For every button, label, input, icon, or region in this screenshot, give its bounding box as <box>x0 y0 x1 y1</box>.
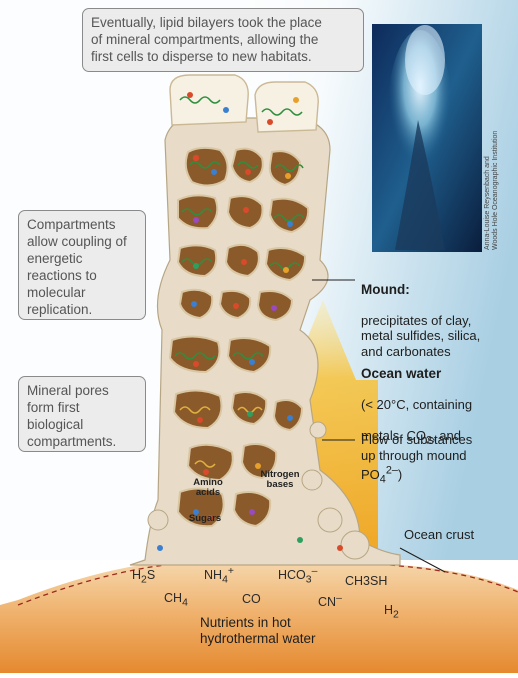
ocean-water-line3: PO42–) <box>361 465 403 487</box>
amino-acids-label: Amino acids <box>193 477 223 498</box>
chem-cn: CN– <box>318 593 342 610</box>
leader-lines <box>312 279 446 573</box>
mound-label: Mound: precipitates of clay, metal sulfi… <box>361 266 511 359</box>
ocean-crust-label: Ocean crust <box>404 527 475 542</box>
ocean-water-label: Ocean water (< 20°C, containing metals, … <box>361 350 511 489</box>
chem-h2s: H2S <box>132 568 156 586</box>
ocean-water-line2: metals, CO2, and <box>361 427 461 447</box>
ocean-water-heading: Ocean water <box>361 365 442 381</box>
nutrients-label: Nutrients in hot hydrothermal water <box>200 615 316 646</box>
chem-hco3: HCO3– <box>278 566 318 586</box>
ocean-water-line1: (< 20°C, containing <box>361 396 473 412</box>
chem-ch4: CH4 <box>164 591 188 609</box>
molecule-decorations <box>174 96 305 468</box>
chem-ch3sh: CH3SH <box>345 574 388 588</box>
sugars-label: Sugars <box>188 513 222 524</box>
mound-heading: Mound: <box>361 281 410 297</box>
photo-credit: Anna-Louise Reysenbach and Woods Hole Oc… <box>484 130 499 250</box>
chem-co: CO <box>242 592 261 606</box>
molecule-dots <box>157 92 343 551</box>
flow-label: Flow of substances up through mound <box>361 432 473 463</box>
chem-h2: H2 <box>384 603 399 621</box>
callout-compartments-coupling: Compartments allow coupling of energetic… <box>18 210 146 320</box>
hydrothermal-ground <box>0 558 518 673</box>
mound-description: precipitates of clay, metal sulfides, si… <box>361 312 481 359</box>
nitrogen-bases-label: Nitrogen bases <box>260 469 300 490</box>
callout-lipid-bilayers: Eventually, lipid bilayers took the plac… <box>82 8 364 72</box>
callout-mineral-pores: Mineral pores form first biological comp… <box>18 376 146 452</box>
chem-nh4: NH4+ <box>204 566 234 586</box>
